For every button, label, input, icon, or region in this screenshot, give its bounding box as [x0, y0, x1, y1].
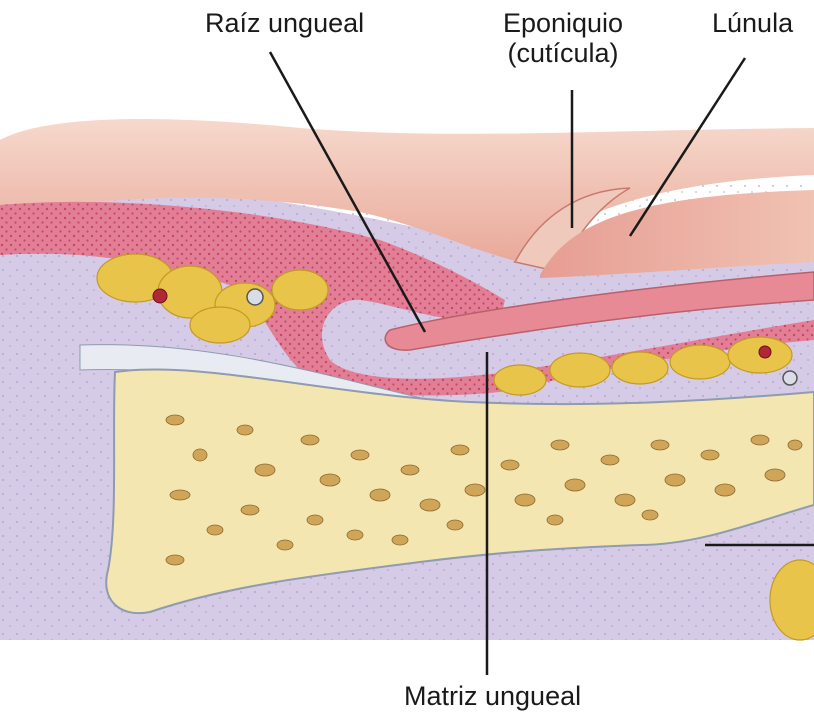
eponychium-label: Eponiquio (cutícula) [478, 8, 648, 68]
nail-matrix-label: Matriz ungueal [404, 681, 581, 711]
nail-root-label: Raíz ungueal [205, 8, 364, 38]
eponychium-label-line1: Eponiquio [478, 8, 648, 38]
lunula-label: Lúnula [712, 8, 793, 38]
eponychium-label-line2: (cutícula) [478, 38, 648, 68]
